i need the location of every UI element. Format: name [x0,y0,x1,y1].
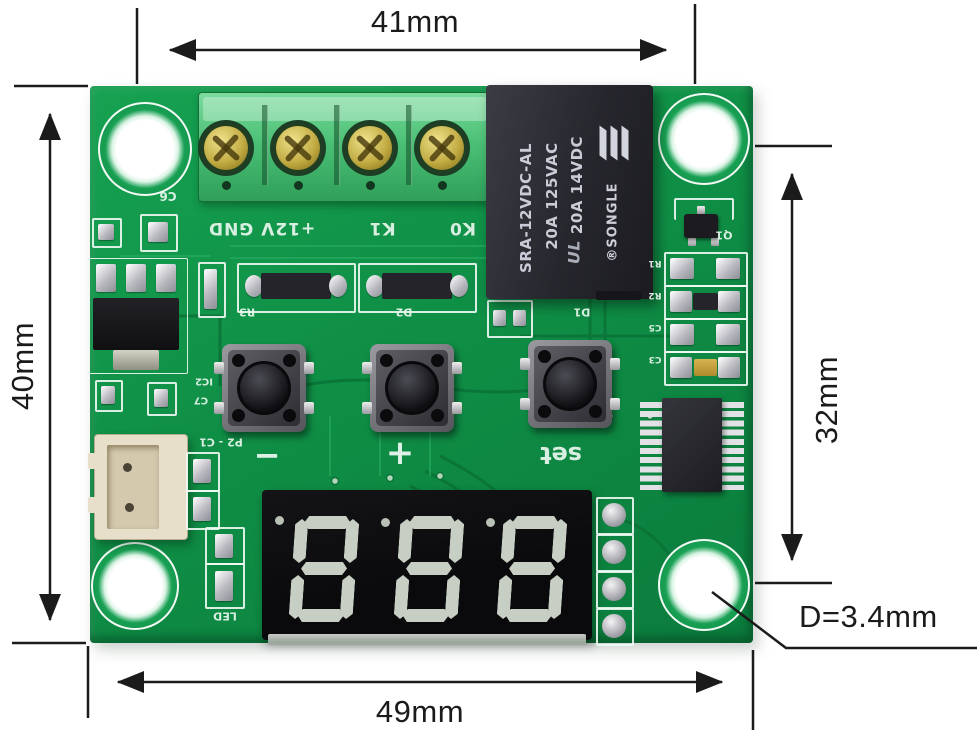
songle-logo-icon [596,125,633,161]
display-solder-edge [268,634,586,645]
mcu-pins-left [640,402,662,490]
relay: SRA-12VDC-AL 20A 125VAC 20A 14VDC ®SONGL… [486,85,653,300]
dim-right-height-label: 32mm [809,355,844,445]
silk-c5: C5 [648,322,662,332]
display-digit-1 [288,516,359,622]
diode-d2-outline [237,263,356,313]
led-pad-box [205,563,245,609]
display-pad [596,571,634,609]
silk-q1: Q1 [715,228,733,242]
silk-ic2: IC2 [194,375,214,387]
silk-r3: R3 [238,305,256,319]
diode-d2 [261,273,331,299]
silk-r1: R1 [648,258,662,268]
pad-box [186,490,220,530]
pad-box-r3 [198,262,226,318]
mcu-pins-right [722,402,744,490]
display-pad [596,534,634,572]
pad-box [186,452,220,492]
dim-bottom-width-label: 49mm [375,694,465,729]
mounting-hole-top-right [658,93,750,185]
silk-plus: + [385,433,415,473]
silk-set: set [539,441,583,469]
terminal-screw [414,120,470,176]
silk-p2c1: P2 - C1 [199,435,243,449]
led-pad-box [205,527,245,565]
button-minus [214,344,314,432]
regulator-outline [88,258,188,374]
relay-rating-dc: 20A 14VDC [568,135,586,235]
relay-rating-ac: 20A 125VAC [543,142,561,250]
registered-mark: ® [605,247,621,262]
terminal-label-k0: K0 [448,218,476,238]
silk-c7: C7 [193,394,209,406]
regulator-tab [113,350,159,370]
smd-box-r2 [664,285,748,320]
diode-d1-outline [358,263,477,313]
silk-led: LED [213,609,237,623]
pad-box [92,218,122,248]
q1-outline [674,198,734,220]
voltage-regulator-ic [93,298,179,350]
connector-pin [123,463,132,472]
screw-terminal-block [198,92,494,202]
display-digit-2 [393,516,464,622]
terminal-label-k1: K1 [368,218,396,238]
display-pad [596,497,634,535]
smd-box-r1 [664,252,748,287]
ul-mark-icon: UL [564,239,584,265]
display-pad [596,608,634,646]
relay-brand: ®SONGLE [605,182,621,262]
button-set [520,340,620,428]
silk-c3: C3 [648,354,662,364]
relay-model-text: SRA-12VDC-AL [517,143,535,273]
silk-d2: D2 [395,305,413,319]
silk-minus: − [253,436,281,474]
terminal-screw [198,120,254,176]
mounting-hole-bottom-left [91,542,179,630]
pad-box [95,380,123,412]
connector-pin [125,503,134,512]
regulator-pad [156,264,176,292]
silk-d1: D1 [573,305,591,319]
dim-hole-diameter-label: D=3.4mm [799,599,938,634]
terminal-labels: K0 K1 +12V GND [208,214,476,238]
smd-box-c3 [664,351,748,386]
regulator-pad [126,264,146,292]
diode-d1 [382,273,452,299]
dim-left-height-label: 40mm [5,321,40,411]
regulator-pad [96,264,116,292]
pad-box [487,300,533,338]
terminal-screw [342,120,398,176]
display-digit-3 [496,516,567,622]
silk-c6: C6 [159,189,177,203]
mounting-hole-top-left [98,102,192,196]
dim-top-width-label: 41mm [370,4,460,39]
seven-segment-display [262,490,592,640]
terminal-screw [270,120,326,176]
mounting-hole-bottom-right [658,539,750,631]
sensor-connector [88,434,188,540]
smd-box-c5 [664,318,748,353]
silk-r2: R2 [648,290,662,300]
button-plus [362,344,462,432]
pad-box [140,214,178,252]
terminal-label-12v-gnd: +12V GND [208,218,316,238]
transistor-q1 [684,214,718,238]
pad-box [147,382,177,416]
mcu-ic [662,398,722,492]
